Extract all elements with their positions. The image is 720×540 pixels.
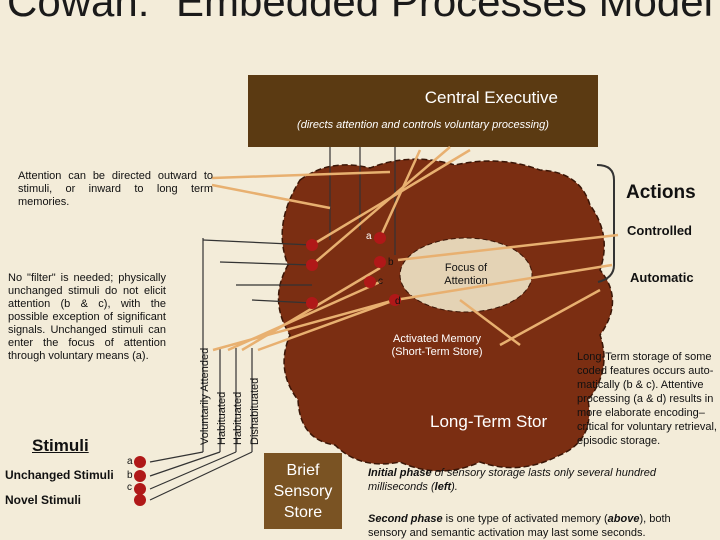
node-a-label: a <box>366 231 372 242</box>
second-phase-lead: Second phase <box>368 513 443 525</box>
stimulus-c-label: c <box>127 482 132 493</box>
dishabituated-label: Dishabituated <box>249 378 261 445</box>
no-filter-note: No "filter" is needed; physically unchan… <box>8 272 166 363</box>
node-d-label: d <box>395 296 401 307</box>
stimulus-node-d <box>134 494 146 506</box>
focus-of-attention-label: Focus of Attention <box>437 262 495 288</box>
stimulus-node-a <box>134 456 146 468</box>
initial-phase-lead: Initial phase <box>368 467 432 479</box>
brief-sensory-store-label: Brief Sensory Store <box>264 460 342 523</box>
node-b-entry <box>306 259 318 271</box>
habituated-label-2: Habituated <box>232 392 244 445</box>
voluntarily-attended-label: Voluntarily Attended <box>199 348 211 445</box>
node-b-label: b <box>388 257 394 268</box>
attention-note: Attention can be directed outward to sti… <box>18 170 213 209</box>
long-term-storage-note: Long-Term storage of some coded features… <box>577 350 717 448</box>
initial-phase-left-word: left <box>435 481 452 493</box>
habituated-label-1: Habituated <box>216 392 228 445</box>
automatic-label: Automatic <box>630 270 694 285</box>
stimulus-node-b <box>134 470 146 482</box>
stimuli-title: Stimuli <box>32 436 89 456</box>
initial-phase-text-2: ). <box>451 481 458 493</box>
stimulus-a-label: a <box>127 456 133 467</box>
novel-stimuli-label: Novel Stimuli <box>5 493 81 507</box>
node-c <box>364 276 376 288</box>
stimulus-node-c <box>134 483 146 495</box>
stimulus-link-c <box>150 452 236 489</box>
long-term-store-label: Long-Term Stor <box>430 412 547 432</box>
node-b <box>374 256 386 268</box>
unchanged-stimuli-label: Unchanged Stimuli <box>5 468 114 482</box>
node-c-label: c <box>378 276 383 287</box>
activated-memory-label: Activated Memory (Short-Term Store) <box>378 333 496 359</box>
controlled-label: Controlled <box>627 223 692 238</box>
second-phase-note: Second phase is one type of activated me… <box>368 512 708 540</box>
initial-phase-note: Initial phase of sensory storage lasts o… <box>368 466 698 494</box>
node-a <box>374 232 386 244</box>
node-a-entry <box>306 239 318 251</box>
actions-title: Actions <box>626 182 696 204</box>
node-d-entry <box>306 297 318 309</box>
second-phase-above-word: above <box>608 513 640 525</box>
second-phase-text-1: is one type of activated memory ( <box>443 513 608 525</box>
stimulus-b-label: b <box>127 470 133 481</box>
